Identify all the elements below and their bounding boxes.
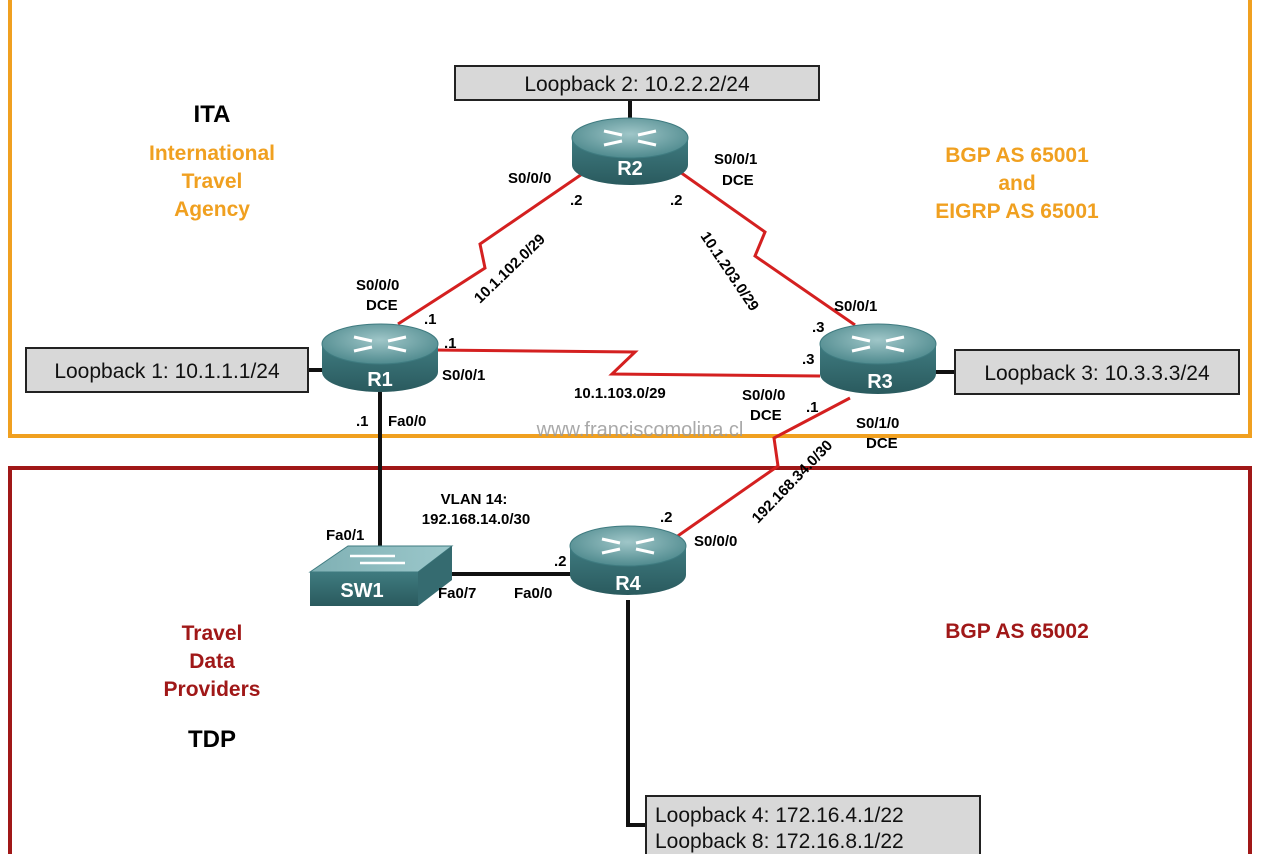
r3-s000-host: .3 <box>802 351 815 368</box>
loopback-3-box: Loopback 3: 10.3.3.3/24 <box>954 349 1240 395</box>
tdp-name-line-1: Travel <box>182 622 243 645</box>
loopback-1-label: Loopback 1: 10.1.1.1/24 <box>54 360 280 383</box>
watermark: www.franciscomolina.cl <box>536 419 744 441</box>
loopback-1-box: Loopback 1: 10.1.1.1/24 <box>25 347 309 393</box>
vlan-title: VLAN 14: <box>441 491 508 508</box>
r2-s001-dce: DCE <box>722 172 754 189</box>
loopback-4-8-box: Loopback 4: 172.16.4.1/22 Loopback 8: 17… <box>645 795 981 854</box>
tdp-name: Travel Data Providers <box>164 622 261 701</box>
router-arrows-icon <box>601 537 655 555</box>
r3-r4-serial <box>671 396 851 542</box>
router-arrows-icon <box>603 129 657 147</box>
tdp-name-line-2: Data <box>189 650 235 673</box>
r2-s001-label: S0/0/1 <box>714 151 757 168</box>
tdp-zone-border <box>8 466 1252 854</box>
r3-s010-label: S0/1/0 <box>856 415 899 432</box>
switch-arrows-icon <box>350 554 405 565</box>
ita-name-line-2: Travel <box>182 170 243 193</box>
interface-labels: S0/0/0 S0/0/1 DCE .2 .2 S0/0/0 DCE .1 .1… <box>326 151 899 602</box>
tdp-name-line-3: Providers <box>164 678 261 701</box>
tdp-abbr: TDP <box>188 726 236 753</box>
ita-abbr: ITA <box>194 101 231 128</box>
router-r4[interactable]: R4 <box>569 525 687 595</box>
r1-r2-serial <box>397 170 586 326</box>
r4-fa00-label: Fa0/0 <box>514 585 552 602</box>
ita-name: International Travel Agency <box>149 142 275 221</box>
ita-zone-border <box>8 0 1252 438</box>
r2-right-host: .2 <box>670 192 683 209</box>
r1-s000-host: .1 <box>424 311 437 328</box>
net-r2-r3: 10.1.203.0/29 <box>697 229 762 315</box>
r1-fa00-label: Fa0/0 <box>388 413 426 430</box>
router-r3[interactable]: R3 <box>819 323 937 394</box>
r1-fa00-host: .1 <box>356 413 369 430</box>
loopback-4-label: Loopback 4: 172.16.4.1/22 <box>655 804 904 827</box>
tdp-as-label: BGP AS 65002 <box>945 620 1089 643</box>
r1-s000-label: S0/0/0 <box>356 277 399 294</box>
r1-s001-host: .1 <box>444 335 457 352</box>
router-arrows-icon <box>851 335 905 353</box>
net-r3-r4: 192.168.34.0/30 <box>749 437 837 527</box>
r4-label: R4 <box>615 573 641 595</box>
r3-s001-host: .3 <box>812 319 825 336</box>
r2-label: R2 <box>617 158 643 180</box>
ita-as-line-3: EIGRP AS 65001 <box>935 200 1099 223</box>
ita-name-line-3: Agency <box>174 198 250 221</box>
ita-as-line-1: BGP AS 65001 <box>945 144 1089 167</box>
r2-r3-serial <box>679 170 856 327</box>
sw1-fa07-label: Fa0/7 <box>438 585 476 602</box>
sw1-fa01-label: Fa0/1 <box>326 527 364 544</box>
loopback-3-label: Loopback 3: 10.3.3.3/24 <box>984 362 1210 385</box>
loopback-2-box: Loopback 2: 10.2.2.2/24 <box>454 65 820 101</box>
r1-s001-label: S0/0/1 <box>442 367 485 384</box>
ita-as-line-2: and <box>998 172 1035 195</box>
r2-left-host: .2 <box>570 192 583 209</box>
r4-fa00-host: .2 <box>554 553 567 570</box>
r3-s000-dce: DCE <box>750 407 782 424</box>
ita-name-line-1: International <box>149 142 275 165</box>
r2-s000-label: S0/0/0 <box>508 170 551 187</box>
r3-s001-label: S0/0/1 <box>834 298 877 315</box>
loopback-8-label: Loopback 8: 172.16.8.1/22 <box>655 830 904 853</box>
vlan-network: 192.168.14.0/30 <box>422 511 530 528</box>
r4-s000-host: .2 <box>660 509 673 526</box>
r1-s000-dce: DCE <box>366 297 398 314</box>
r4-loopback-link <box>626 600 648 827</box>
router-arrows-icon <box>353 335 407 353</box>
router-r1[interactable]: R1 <box>321 323 439 392</box>
switch-sw1[interactable]: SW1 <box>308 545 454 606</box>
r1-r3-serial <box>431 348 821 378</box>
r3-s010-dce: DCE <box>866 435 898 452</box>
r1-label: R1 <box>367 369 393 391</box>
sw1-label: SW1 <box>340 580 383 602</box>
ita-as: BGP AS 65001 and EIGRP AS 65001 <box>935 144 1099 223</box>
net-r1-r3: 10.1.103.0/29 <box>574 385 666 402</box>
r4-s000-label: S0/0/0 <box>694 533 737 550</box>
router-r2[interactable]: R2 <box>571 117 689 185</box>
r3-s010-host: .1 <box>806 399 819 416</box>
r3-label: R3 <box>867 371 893 393</box>
r3-s000-label: S0/0/0 <box>742 387 785 404</box>
loopback-2-label: Loopback 2: 10.2.2.2/24 <box>524 73 750 96</box>
